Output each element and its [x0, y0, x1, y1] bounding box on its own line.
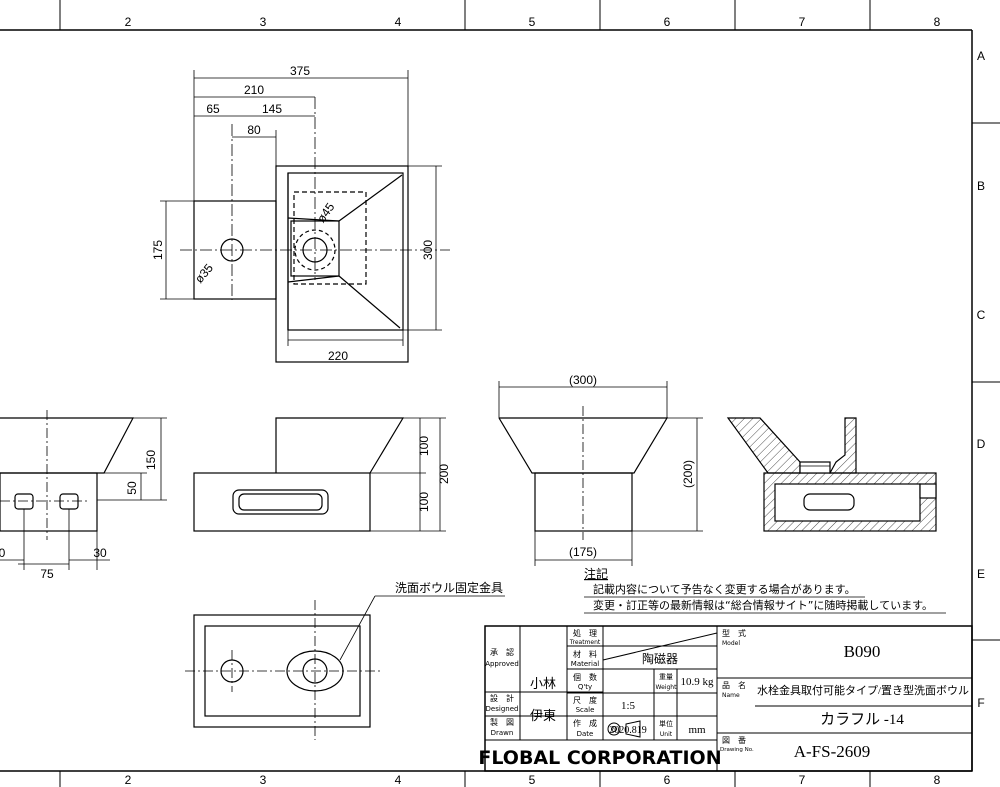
dimension-label: (200)	[681, 460, 695, 488]
tb-label: Treatment	[569, 639, 601, 646]
tb-weight-value: 10.9 kg	[681, 676, 715, 688]
tb-label: Drawing No.	[720, 747, 754, 753]
tb-label: Unit	[660, 731, 673, 738]
tb-label: 材 料	[573, 649, 597, 659]
tb-label: Weight	[656, 684, 678, 691]
dimension-label: 175	[151, 240, 165, 260]
dimension-label: 0	[0, 546, 6, 560]
tb-label: Name	[722, 692, 740, 699]
grid-col-label: 3	[260, 15, 267, 29]
grid-col-label: 5	[529, 15, 536, 29]
tb-label: Approved	[485, 660, 519, 668]
tb-label: 製 図	[490, 717, 514, 727]
tb-scale-value: 1:5	[621, 700, 636, 712]
dimension-label: 150	[144, 450, 158, 470]
grid-row-label: E	[977, 567, 985, 581]
tb-unit-value: mm	[688, 724, 706, 736]
title-block-text: 承 認 Approved 設 計 Designed 製 図 Drawn 小林 伊…	[478, 628, 969, 769]
grid-col-label: 4	[395, 15, 402, 29]
tb-label: Scale	[576, 706, 595, 714]
notes-line: 変更・訂正等の最新情報は“総合情報サイト”に随時掲載しています。	[593, 598, 933, 612]
grid-row-label: D	[977, 437, 986, 451]
tb-material-value: 陶磁器	[642, 651, 678, 666]
tb-label: 作 成	[573, 718, 597, 728]
dimension-label: 75	[40, 567, 54, 581]
dimension-label: 80	[247, 123, 261, 137]
tb-label: 処 理	[573, 628, 597, 638]
dimension-label: (300)	[569, 373, 597, 387]
projection-symbol-icon	[607, 720, 641, 738]
callout-label: 洗面ボウル固定金具	[395, 580, 503, 595]
dimension-label: 145	[262, 102, 282, 116]
bottom-view	[185, 595, 505, 740]
tb-label: Material	[571, 660, 599, 668]
grid-row-label: B	[977, 179, 985, 193]
tb-label: 個 数	[573, 672, 597, 682]
tb-approver-name: 小林	[530, 676, 556, 691]
grid-labels: 2 3 4 5 6 7 8 2 3 4 5 6 7 8 A B C D E F	[125, 15, 986, 787]
tb-label: Q'ty	[578, 683, 592, 691]
tb-label: 尺 度	[573, 695, 597, 705]
title-block	[484, 625, 973, 772]
plan-dimensions	[160, 70, 442, 346]
plan-view	[180, 97, 450, 363]
tb-label: 単位	[659, 719, 673, 728]
grid-row-label: F	[977, 696, 984, 710]
tb-label: 図 番	[722, 735, 746, 745]
grid-row-label: C	[977, 308, 986, 322]
grid-col-label: 2	[125, 773, 132, 787]
tb-label: 型 式	[722, 628, 746, 638]
dimension-label: 375	[290, 64, 310, 78]
dimension-label: 220	[328, 349, 348, 363]
company-logo-text: FLOBAL CORPORATION	[478, 747, 721, 769]
tb-designer-name: 伊東	[530, 708, 556, 723]
tb-label: 承 認	[490, 647, 514, 657]
dimension-label: 100	[417, 492, 431, 512]
notes: 注記 記載内容について予告なく変更する場合があります。 変更・訂正等の最新情報は…	[584, 566, 946, 614]
tb-name-value: 水栓金具取付可能タイプ/置き型洗面ボウル	[757, 683, 969, 697]
middle-dimensions	[370, 417, 446, 532]
dimension-label: 30	[93, 546, 107, 560]
dimension-label: (175)	[569, 545, 597, 559]
notes-heading: 注記	[584, 566, 608, 581]
grid-col-label: 7	[799, 773, 806, 787]
dimension-label: 210	[244, 83, 264, 97]
grid-col-label: 5	[529, 773, 536, 787]
grid-row-label: A	[977, 49, 985, 63]
grid-col-label: 2	[125, 15, 132, 29]
tb-drawing-no-value: A-FS-2609	[794, 742, 871, 761]
grid-col-label: 7	[799, 15, 806, 29]
front-dimensions	[498, 381, 703, 566]
middle-side-view	[193, 417, 405, 532]
front-view	[498, 406, 669, 540]
grid-col-label: 6	[664, 15, 671, 29]
left-side-dimensions	[0, 417, 167, 570]
dimension-label: 100	[417, 436, 431, 456]
dimension-label: 300	[421, 240, 435, 260]
tb-label: 重量	[659, 673, 673, 681]
tb-label: Date	[577, 730, 594, 738]
tb-label: 品 名	[722, 680, 746, 690]
grid-col-label: 6	[664, 773, 671, 787]
section-view	[726, 417, 937, 532]
tb-label: 設 計	[490, 693, 514, 703]
tb-label: Designed	[486, 705, 519, 713]
notes-line: 記載内容について予告なく変更する場合があります。	[593, 582, 856, 596]
grid-col-label: 3	[260, 773, 267, 787]
tb-date-value: 2020.819	[609, 725, 647, 736]
dimension-label: 65	[206, 102, 220, 116]
grid-col-label: 4	[395, 773, 402, 787]
tb-name-value-2: カラフル -14	[820, 712, 904, 728]
grid-col-label: 8	[934, 15, 941, 29]
tb-label: Drawn	[491, 729, 514, 737]
dimension-label: 50	[125, 481, 139, 495]
tb-label: Model	[722, 640, 740, 647]
tb-model-value: B090	[844, 642, 881, 661]
dimension-label: 200	[437, 464, 451, 484]
dimension-label: ø35	[192, 261, 216, 286]
grid-col-label: 8	[934, 773, 941, 787]
left-side-view	[0, 410, 134, 540]
